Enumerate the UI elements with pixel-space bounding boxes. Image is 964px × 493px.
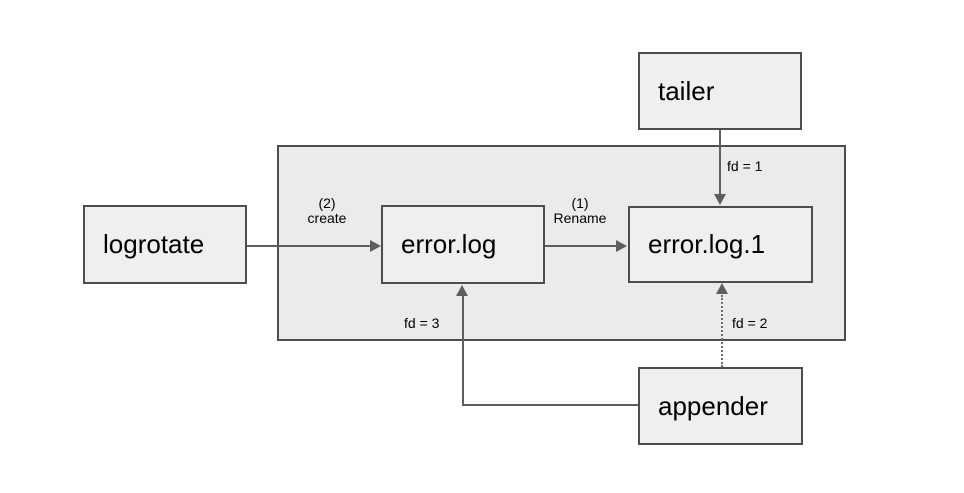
node-appender-label: appender xyxy=(658,390,768,421)
edge-create-step: (2) xyxy=(318,195,336,211)
edge-rename-arrowhead-icon xyxy=(616,240,627,252)
edge-create-arrowhead-icon xyxy=(370,240,381,252)
node-tailer: tailer xyxy=(638,52,802,130)
node-error-log: error.log xyxy=(381,205,545,284)
node-error-log-1: error.log.1 xyxy=(628,206,813,283)
edge-rename-label: (1) Rename xyxy=(540,196,620,226)
edge-rename-line xyxy=(545,245,617,247)
node-logrotate-label: logrotate xyxy=(103,229,205,259)
node-error-log-1-label: error.log.1 xyxy=(648,229,766,259)
edge-fd1-arrowhead-icon xyxy=(714,194,726,205)
edge-create-action: create xyxy=(307,210,347,226)
edge-fd3-line-horizontal xyxy=(462,404,638,406)
edge-create-label: (2) create xyxy=(287,196,367,226)
edge-fd3-label: fd = 3 xyxy=(404,315,440,331)
edge-fd2-arrowhead-icon xyxy=(716,283,728,294)
edge-fd2-dotted-line xyxy=(721,295,723,367)
edge-fd1-label: fd = 1 xyxy=(727,158,763,174)
edge-fd3-arrowhead-icon xyxy=(456,285,468,296)
edge-rename-step: (1) xyxy=(571,195,589,211)
edge-fd2-label: fd = 2 xyxy=(732,315,768,331)
edge-rename-action: Rename xyxy=(553,210,607,226)
node-error-log-label: error.log xyxy=(401,229,497,259)
edge-fd1-line xyxy=(719,130,721,195)
node-appender: appender xyxy=(638,367,803,445)
node-tailer-label: tailer xyxy=(658,75,715,106)
edge-create-line xyxy=(247,245,373,247)
edge-fd3-line-vertical xyxy=(462,296,464,406)
node-logrotate: logrotate xyxy=(83,205,247,284)
